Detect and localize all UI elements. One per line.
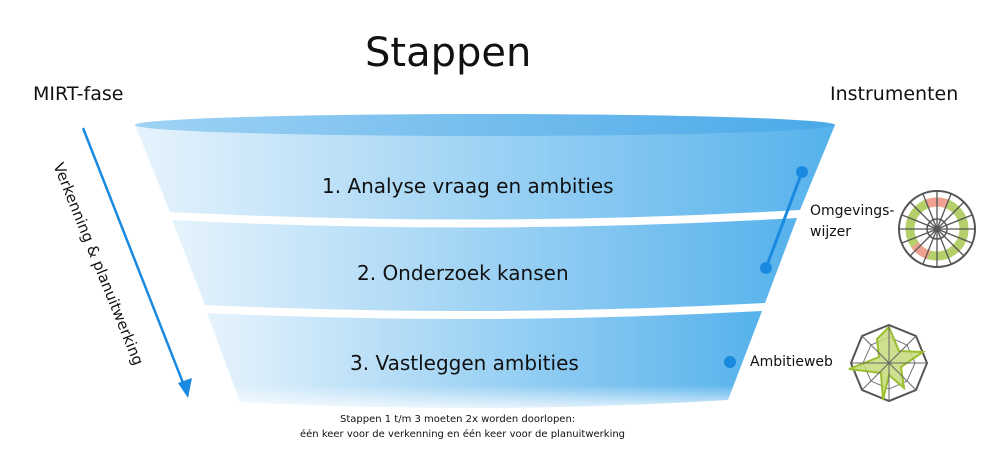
instrumenten-header: Instrumenten xyxy=(830,83,959,105)
ambitieweb-icon xyxy=(848,323,929,403)
step-2-label: 2. Onderzoek kansen xyxy=(357,261,569,285)
omgevingswijzer-label-1: Omgevings- xyxy=(810,203,895,219)
ambitieweb-bullet xyxy=(724,356,736,368)
funnel-band-2 xyxy=(172,218,797,312)
mirt-fase-header: MIRT-fase xyxy=(33,83,124,105)
omgevingswijzer-label-2: wijzer xyxy=(810,224,851,240)
omgevingswijzer-icon xyxy=(898,190,976,268)
funnel-band-3 xyxy=(207,311,762,409)
ambitieweb-label: Ambitieweb xyxy=(750,354,833,370)
page-title: Stappen xyxy=(365,30,532,76)
omgevingswijzer-connector xyxy=(760,166,808,274)
step-3-label: 3. Vastleggen ambities xyxy=(350,351,579,375)
note-line-1: Stappen 1 t/m 3 moeten 2x worden doorlop… xyxy=(340,414,576,425)
funnel-band-1 xyxy=(135,125,835,220)
step-1-label: 1. Analyse vraag en ambities xyxy=(322,174,614,198)
phase-arrow xyxy=(81,127,192,398)
funnel-top xyxy=(135,114,835,136)
note-line-2: één keer voor de verkenning en één keer … xyxy=(300,429,626,440)
